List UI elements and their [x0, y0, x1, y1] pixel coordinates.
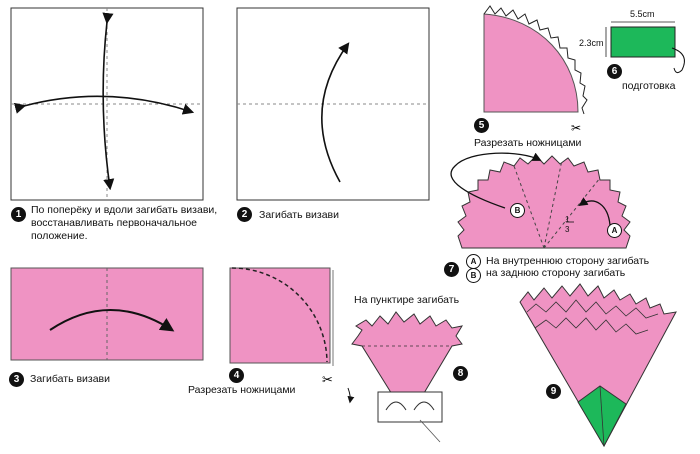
step3-number: 3: [9, 372, 24, 387]
step2-caption: Загибать визави: [259, 209, 339, 221]
step1-diagram: [10, 7, 204, 201]
step7-diagram: [450, 152, 631, 249]
cut-line: [231, 267, 328, 363]
step4-diagram: ✂: [229, 267, 355, 404]
step6-diagram: [605, 21, 685, 74]
step8-diagram: [351, 311, 464, 443]
legend-marker-b: B: [466, 268, 481, 283]
step1-number: 1: [11, 207, 26, 222]
vertical-fold-arrow: [102, 12, 115, 191]
step7-b-caption: на заднюю сторону загибать: [486, 267, 626, 279]
step4-caption: Разрезать ножницами: [188, 384, 296, 396]
marker-a: A: [607, 223, 622, 238]
scissors-icon: ✂: [571, 121, 581, 135]
step8-caption: На пунктире загибать: [354, 294, 460, 306]
step7-number: 7: [444, 262, 459, 277]
step5-number: 5: [474, 118, 489, 133]
step6-height-label: 2.3cm: [579, 38, 604, 48]
scissors-icon: ✂: [322, 373, 333, 388]
third-numerator: 1: [565, 215, 570, 224]
step9-diagram: [519, 283, 677, 448]
step6-width-label: 5.5cm: [630, 9, 655, 19]
fold-up-arrow: [321, 42, 350, 183]
step2-diagram: [236, 7, 430, 201]
step1-caption: По поперёку и вдоли загибать визави, вос…: [31, 204, 218, 242]
legend-marker-a: A: [466, 254, 481, 269]
step3-diagram: [10, 267, 204, 361]
step6-caption: подготовка: [622, 80, 676, 92]
step8-number: 8: [453, 366, 468, 381]
fold-inside-arrow: [578, 197, 611, 226]
step9-number: 9: [546, 384, 561, 399]
third-denominator: 3: [565, 225, 570, 234]
step4-number: 4: [229, 368, 244, 383]
step5-diagram: ✂: [483, 5, 588, 135]
step6-number: 6: [607, 64, 622, 79]
fold-right-arrow: [49, 309, 175, 332]
marker-b: B: [510, 203, 525, 218]
step5-caption: Разрезать ножницами: [474, 137, 582, 149]
zigzag-cut-edge: [483, 5, 588, 115]
step2-number: 2: [237, 207, 252, 222]
step3-caption: Загибать визави: [30, 373, 110, 385]
step7-a-caption: На внутреннюю сторону загибать: [486, 255, 650, 267]
fold-back-arrow: [450, 152, 542, 209]
